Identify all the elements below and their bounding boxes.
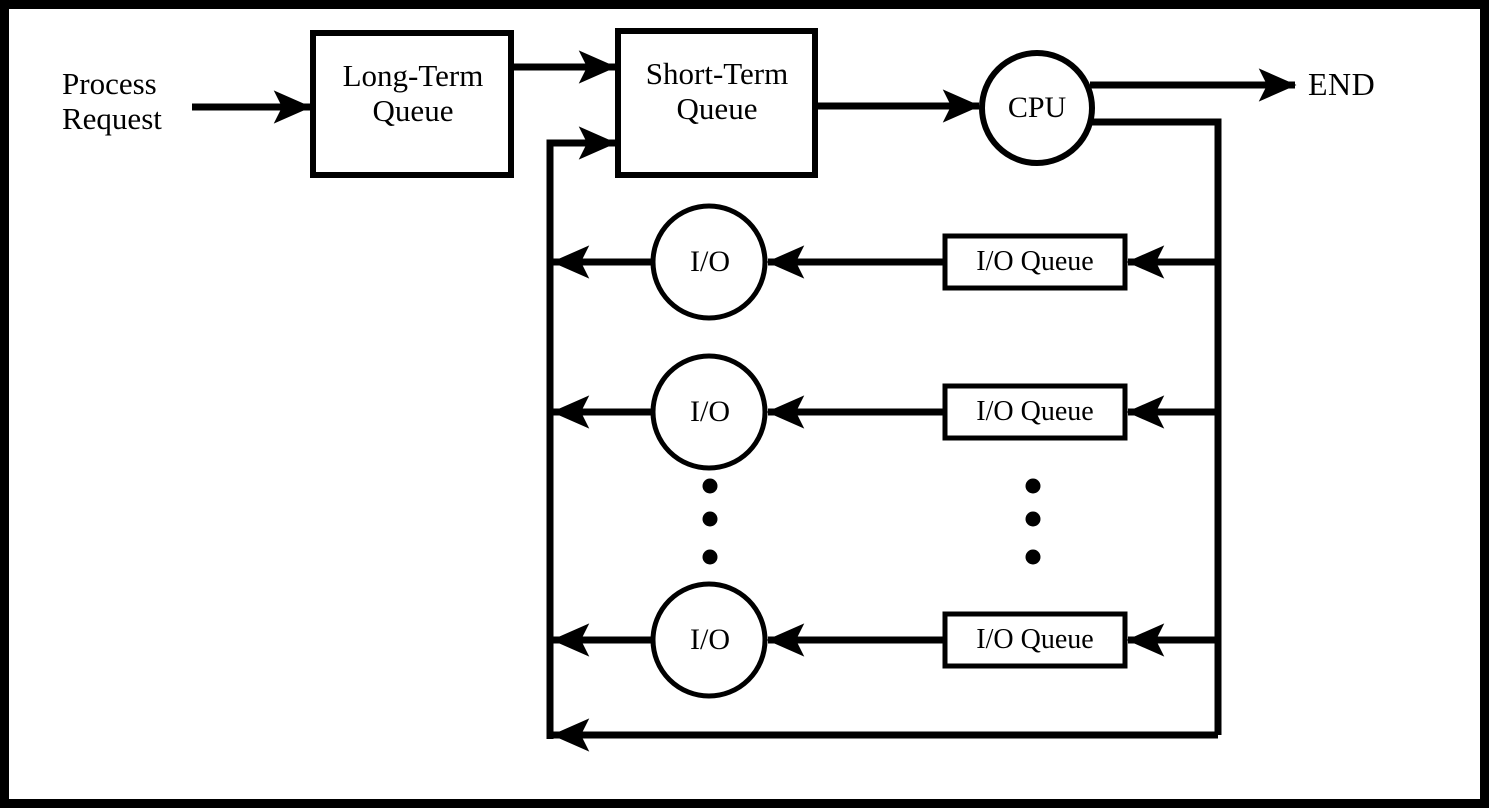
- io-node-1[interactable]: [650, 203, 768, 321]
- io-label-3: I/O: [690, 623, 730, 656]
- io-node-2[interactable]: [650, 353, 768, 471]
- process-request-label: Process Request: [62, 66, 162, 137]
- cpu-node[interactable]: [979, 50, 1095, 166]
- io-node-3[interactable]: [650, 581, 768, 699]
- ellipsis-io-queue-dots: [1025, 478, 1041, 565]
- edge-cpu-to-right-bus: [1086, 118, 1222, 735]
- io-queue-box-2[interactable]: [942, 383, 1128, 441]
- io-label-1: I/O: [690, 245, 730, 278]
- ellipsis-io-dots: [702, 478, 718, 565]
- edge-left-bus-to-stq: [546, 126, 617, 739]
- short-term-queue-box[interactable]: [615, 28, 818, 178]
- io-queue-label-2: I/O Queue: [976, 396, 1094, 427]
- io-queue-box-1[interactable]: [942, 233, 1128, 291]
- io-queue-label-1: I/O Queue: [976, 246, 1094, 277]
- io-label-2: I/O: [690, 395, 730, 428]
- cpu-label: CPU: [1007, 91, 1067, 124]
- long-term-queue-box[interactable]: [310, 30, 514, 178]
- short-term-queue-label: Short-Term Queue: [645, 56, 789, 127]
- long-term-queue-label: Long-Term Queue: [342, 58, 484, 129]
- io-queue-box-3[interactable]: [942, 611, 1128, 669]
- end-label: END: [1308, 66, 1376, 102]
- io-queue-label-3: I/O Queue: [976, 624, 1094, 655]
